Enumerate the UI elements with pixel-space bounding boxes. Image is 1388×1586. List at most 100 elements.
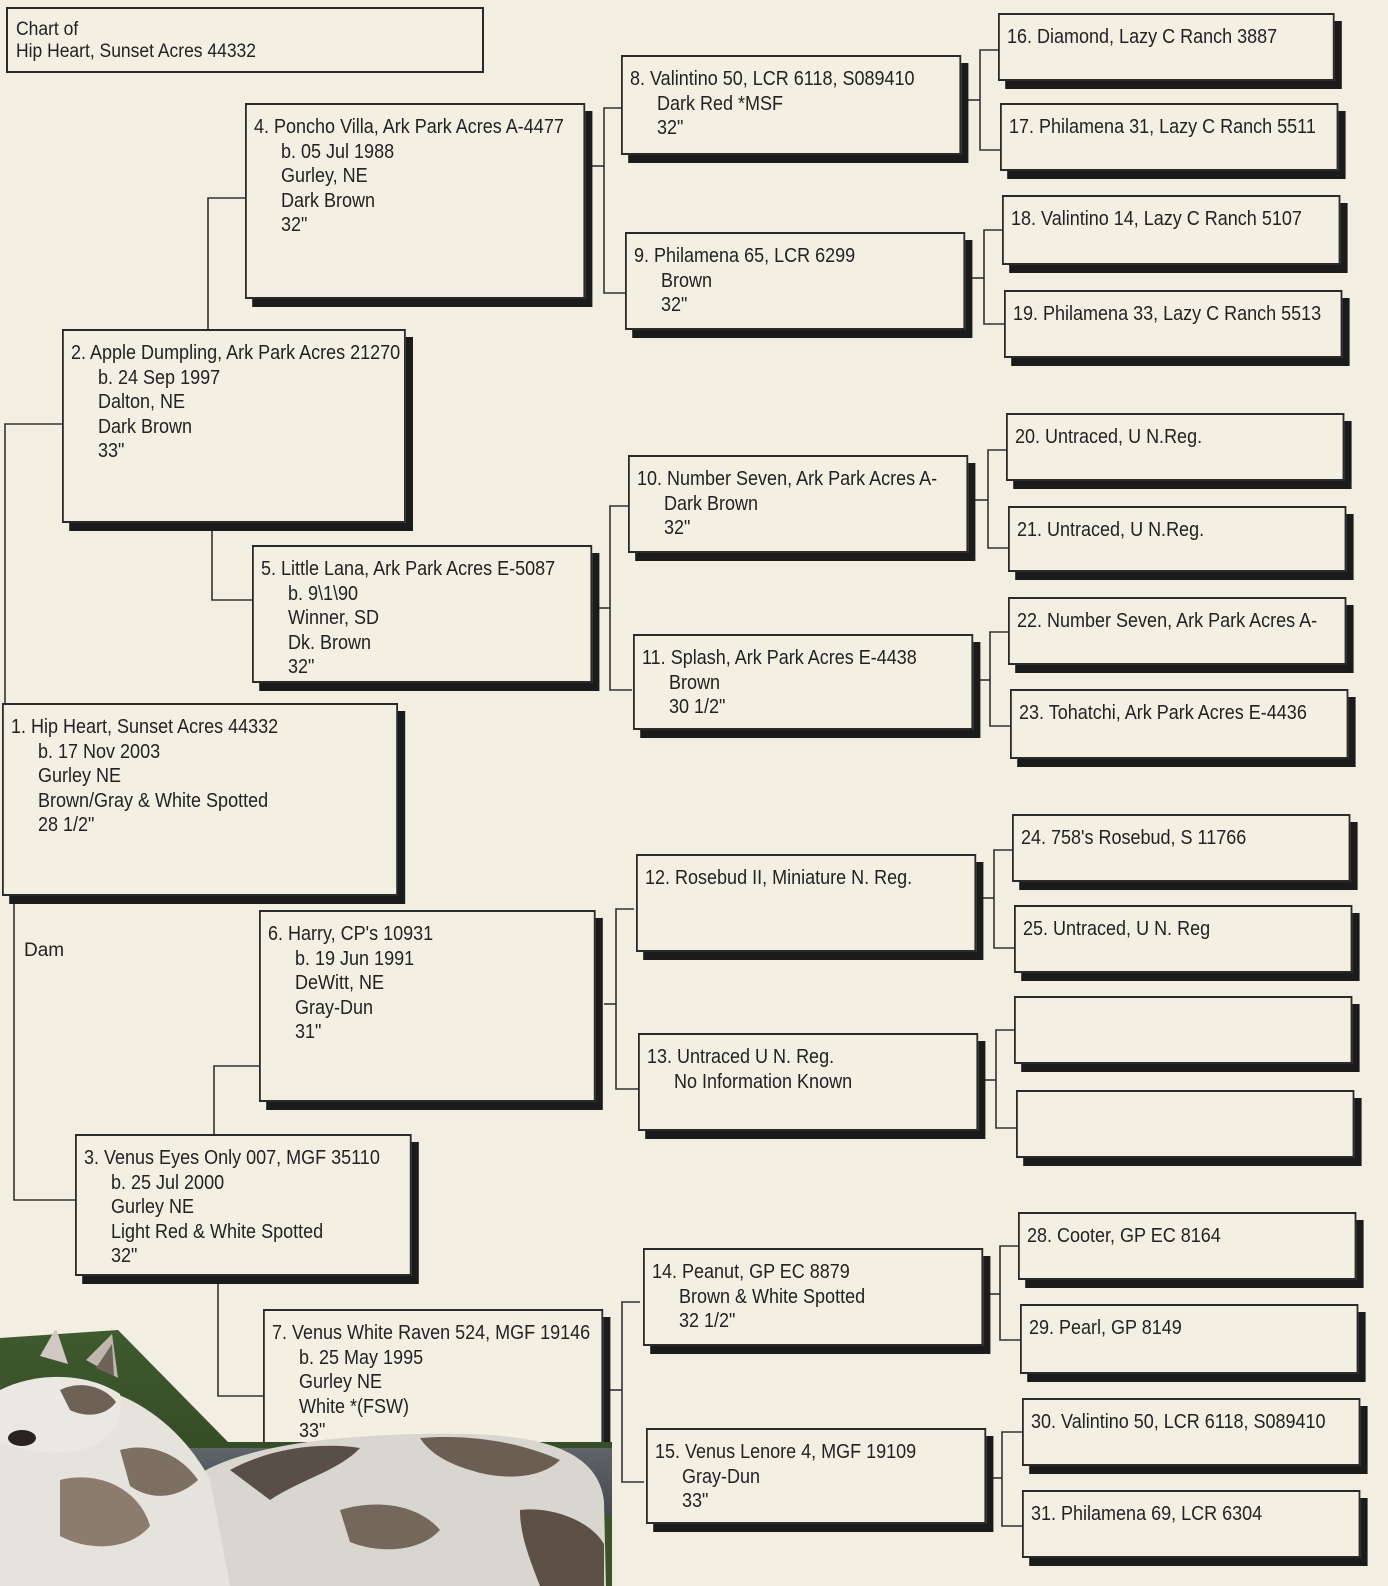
chart-title-line1: Chart of: [16, 19, 79, 40]
connector-2-5: [211, 526, 252, 601]
connector-15-30-31: [1001, 1431, 1022, 1527]
entry-name: 28. Cooter, GP EC 8164: [1027, 1225, 1221, 1247]
entry-name: 10. Number Seven, Ark Park Acres A-: [637, 468, 938, 490]
entry-name: 16. Diamond, Lazy C Ranch 3887: [1007, 26, 1278, 48]
entry-name: 11. Splash, Ark Park Acres E-4438: [642, 647, 917, 669]
entry-name: 5. Little Lana, Ark Park Acres E-5087: [261, 558, 556, 580]
entry-name: 17. Philamena 31, Lazy C Ranch 5511: [1009, 116, 1316, 138]
entry-name: 25. Untraced, U N. Reg: [1023, 918, 1211, 940]
entry-detail: 32": [111, 1245, 138, 1267]
entry-name: 8. Valintino 50, LCR 6118, S089410: [630, 68, 915, 90]
pedigree-entry-28: 28. Cooter, GP EC 8164: [1018, 1212, 1357, 1280]
entry-detail: 32": [657, 117, 684, 139]
entry-detail: Gurley NE: [38, 765, 122, 787]
entry-detail: Gray-Dun: [682, 1465, 761, 1488]
entry-name: 30. Valintino 50, LCR 6118, S089410: [1031, 1411, 1326, 1433]
entry-name: 19. Philamena 33, Lazy C Ranch 5513: [1013, 303, 1322, 325]
connector-1-2: [4, 423, 62, 704]
connector-7-14-15: [621, 1301, 644, 1483]
entry-detail: b. 19 Jun 1991: [295, 947, 415, 970]
entry-detail: Winner, SD: [288, 607, 380, 629]
entry-detail: Gurley, NE: [281, 165, 368, 187]
pedigree-entry-19: 19. Philamena 33, Lazy C Ranch 5513: [1004, 290, 1343, 358]
entry-detail: 33": [98, 440, 125, 462]
entry-name: 15. Venus Lenore 4, MGF 19109: [655, 1441, 917, 1463]
donkey-photo: [0, 1330, 612, 1586]
entry-detail: 33": [682, 1490, 709, 1512]
pedigree-entry-29: 29. Pearl, GP 8149: [1020, 1304, 1359, 1374]
connector-1-3: [13, 898, 76, 1201]
entry-detail: Dalton, NE: [98, 391, 186, 413]
entry-name: 3. Venus Eyes Only 007, MGF 35110: [84, 1147, 380, 1169]
entry-detail: Brown: [669, 671, 721, 694]
pedigree-entry-21: 21. Untraced, U N.Reg.: [1008, 506, 1347, 572]
entry-name: 14. Peanut, GP EC 8879: [652, 1261, 850, 1283]
pedigree-entry-30: 30. Valintino 50, LCR 6118, S089410: [1022, 1398, 1361, 1466]
entry-detail: Gray-Dun: [295, 996, 374, 1019]
entry-detail: b. 17 Nov 2003: [38, 740, 161, 763]
entry-detail: b. 05 Jul 1988: [281, 140, 395, 163]
entry-detail: b. 25 May 1995: [299, 1346, 424, 1369]
entry-detail: No Information Known: [674, 1070, 853, 1093]
connector-5-10-11: [609, 505, 632, 691]
entry-name: 7. Venus White Raven 524, MGF 19146: [272, 1322, 591, 1344]
connector-2-4: [207, 197, 246, 330]
pedigree-entry-10: 10. Number Seven, Ark Park Acres A-Dark …: [628, 455, 969, 553]
entry-detail: 30 1/2": [669, 696, 726, 718]
entry-name: 22. Number Seven, Ark Park Acres A-: [1017, 610, 1318, 632]
entry-detail: Dk. Brown: [288, 631, 372, 654]
entry-detail: 28 1/2": [38, 814, 95, 836]
entry-name: 13. Untraced U N. Reg.: [647, 1046, 835, 1068]
entry-detail: Dark Brown: [281, 189, 376, 212]
entry-detail: 32": [281, 214, 308, 236]
connector-13-26-27: [995, 1029, 1016, 1129]
pedigree-entry-16: 16. Diamond, Lazy C Ranch 3887: [998, 13, 1335, 81]
entry-detail: 32": [288, 656, 315, 678]
pedigree-entry-17: 17. Philamena 31, Lazy C Ranch 5511: [1000, 103, 1339, 171]
entry-name: 4. Poncho Villa, Ark Park Acres A-4477: [254, 116, 564, 138]
entry-detail: Dark Brown: [664, 492, 759, 515]
connector-14-28-29: [999, 1245, 1020, 1341]
entry-detail: 32 1/2": [679, 1310, 736, 1332]
entry-name: 12. Rosebud II, Miniature N. Reg.: [645, 867, 913, 889]
pedigree-entry-22: 22. Number Seven, Ark Park Acres A-: [1008, 597, 1347, 665]
entry-name: 9. Philamena 65, LCR 6299: [634, 245, 856, 267]
entry-detail: Gurley NE: [111, 1196, 195, 1218]
pedigree-entry-13: 13. Untraced U N. Reg.No Information Kno…: [638, 1033, 979, 1131]
entry-detail: Dark Brown: [98, 415, 193, 438]
pedigree-entry-25: 25. Untraced, U N. Reg: [1014, 905, 1353, 973]
entry-detail: 32": [661, 294, 688, 316]
entry-detail: b. 25 Jul 2000: [111, 1171, 225, 1194]
connector-8-16-17: [979, 49, 1000, 151]
pedigree-entry-23: 23. Tohatchi, Ark Park Acres E-4436: [1010, 689, 1349, 759]
pedigree-entry-20: 20. Untraced, U N.Reg.: [1006, 413, 1345, 481]
connector-3-6: [213, 1065, 260, 1134]
connector-3-7: [217, 1278, 264, 1397]
entry-name: 6. Harry, CP's 10931: [268, 923, 434, 945]
entry-name: 29. Pearl, GP 8149: [1029, 1317, 1182, 1339]
pedigree-entry-24: 24. 758's Rosebud, S 11766: [1012, 814, 1351, 882]
connector-12-24-25: [993, 849, 1014, 949]
entry-name: 23. Tohatchi, Ark Park Acres E-4436: [1019, 702, 1307, 724]
entry-detail: 33": [299, 1420, 326, 1442]
entry-detail: Gurley NE: [299, 1371, 383, 1393]
entry-name: 31. Philamena 69, LCR 6304: [1031, 1503, 1263, 1525]
entry-name: 24. 758's Rosebud, S 11766: [1021, 827, 1247, 849]
entry-detail: 31": [295, 1021, 322, 1043]
entry-detail: 32": [664, 517, 691, 539]
chart-title-box: Chart of Hip Heart, Sunset Acres 44332: [6, 7, 484, 73]
entry-name: 2. Apple Dumpling, Ark Park Acres 21270: [71, 342, 401, 364]
connector-11-22-23: [989, 631, 1010, 727]
entry-detail: Brown & White Spotted: [679, 1285, 866, 1308]
pedigree-entry-26: [1014, 996, 1353, 1064]
connector-6-12-13: [615, 908, 638, 1090]
pedigree-entry-18: 18. Valintino 14, Lazy C Ranch 5107: [1002, 195, 1341, 265]
pedigree-entry-27: [1016, 1090, 1355, 1158]
entry-detail: Brown/Gray & White Spotted: [38, 789, 269, 812]
